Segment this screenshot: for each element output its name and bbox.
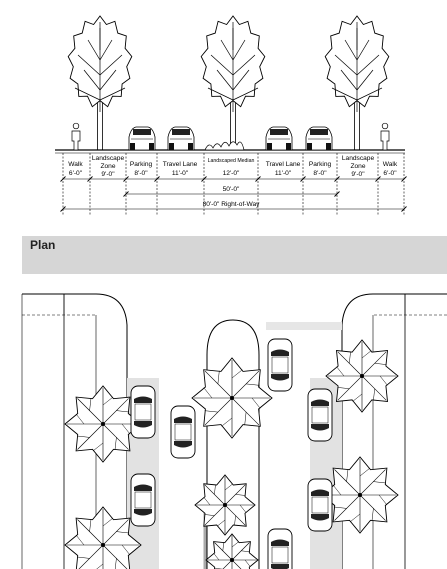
pedestrian-right bbox=[380, 122, 390, 151]
zone-dim-travel-right: 11'-0" bbox=[275, 170, 292, 177]
section-tree-median bbox=[200, 15, 266, 151]
section-car-2 bbox=[167, 126, 195, 151]
plan-tree-right-1 bbox=[325, 339, 399, 413]
right-sidewalk-block bbox=[341, 293, 447, 569]
plan-cars bbox=[130, 338, 333, 569]
plan-view: Plan bbox=[21, 236, 447, 569]
ground-line bbox=[55, 149, 405, 154]
cross-street bbox=[22, 236, 447, 274]
zone-label-landscape-right-1: Landscape bbox=[342, 155, 375, 162]
section-dimension-lines bbox=[60, 153, 407, 215]
plan-car-parked-right-1 bbox=[307, 388, 333, 442]
plan-title: Plan bbox=[30, 238, 55, 252]
section-pedestrians bbox=[71, 122, 390, 151]
zone-dim-landscape-left: 9'-0" bbox=[101, 171, 115, 178]
zone-label-median: Landscaped Median bbox=[208, 158, 255, 164]
plan-car-travel-right-2 bbox=[267, 528, 293, 569]
plan-car-travel-left bbox=[170, 405, 196, 459]
zone-label-walk-left: Walk bbox=[68, 161, 83, 168]
plan-tree-median-3 bbox=[205, 533, 259, 569]
zone-label-landscape-right-2: Zone bbox=[350, 163, 365, 170]
section-car-4 bbox=[305, 126, 333, 151]
zone-label-parking-left: Parking bbox=[130, 161, 153, 168]
zone-label-landscape-left-2: Zone bbox=[100, 163, 115, 170]
section-trees bbox=[67, 15, 390, 151]
section-tree-left bbox=[67, 15, 133, 151]
curb-to-curb-dim: 50'-0" bbox=[223, 186, 240, 193]
zone-label-travel-left: Travel Lane bbox=[163, 161, 198, 168]
zone-label-landscape-left-1: Landscape bbox=[92, 155, 125, 162]
plan-tree-left-2 bbox=[64, 506, 142, 569]
plan-tree-right-2 bbox=[321, 456, 399, 534]
median-shrubs bbox=[204, 141, 245, 151]
pedestrian-left bbox=[71, 122, 81, 151]
zone-dim-walk-left: 6'-0" bbox=[69, 170, 83, 177]
plan-tree-canopies bbox=[64, 339, 399, 569]
zone-dim-travel-left: 11'-0" bbox=[172, 170, 189, 177]
zone-dim-landscape-right: 9'-0" bbox=[351, 171, 365, 178]
plan-tree-median-1 bbox=[191, 357, 273, 439]
right-of-way-dim: 80'-0" Right-of-Way bbox=[203, 201, 261, 208]
plan-car-parked-right-2 bbox=[307, 478, 333, 532]
section-tree-right bbox=[324, 15, 390, 151]
zone-label-parking-right: Parking bbox=[309, 161, 332, 168]
zone-label-travel-right: Travel Lane bbox=[266, 161, 301, 168]
zone-dim-parking-right: 8'-0" bbox=[313, 170, 327, 177]
zone-dim-median: 12'-0" bbox=[223, 170, 240, 177]
section-car-3 bbox=[265, 126, 293, 151]
zone-dim-parking-left: 8'-0" bbox=[134, 170, 148, 177]
section-elevation: Walk 6'-0" Landscape Zone 9'-0" Parking … bbox=[55, 15, 407, 215]
plan-tree-left-1 bbox=[64, 385, 142, 463]
section-car-1 bbox=[128, 126, 156, 151]
plan-tree-median-2 bbox=[194, 474, 256, 536]
plan-car-parked-left-2 bbox=[130, 473, 156, 527]
plan-car-travel-right-1 bbox=[267, 338, 293, 392]
zone-dim-walk-right: 6'-0" bbox=[383, 170, 397, 177]
zone-label-walk-right: Walk bbox=[383, 161, 398, 168]
plan-car-parked-left-1 bbox=[130, 385, 156, 439]
section-parked-cars bbox=[128, 126, 333, 151]
